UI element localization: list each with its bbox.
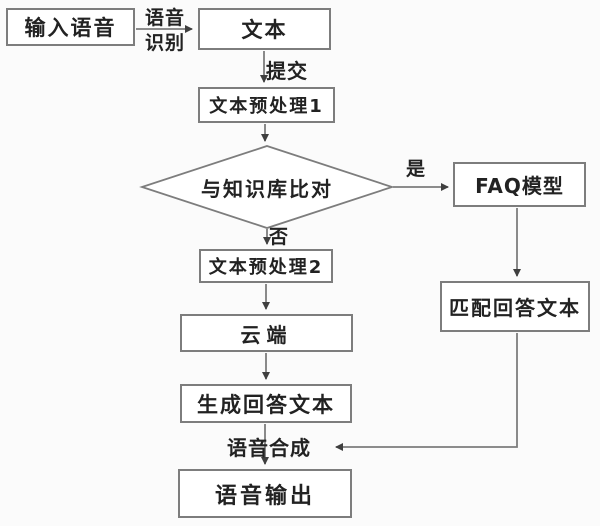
node-generate-answer-text: 生成回答文本 [180, 384, 352, 423]
edge-label-no: 否 [269, 226, 290, 248]
decision-diamond-shape [139, 145, 395, 229]
node-match-answer-text: 匹配回答文本 [440, 281, 590, 332]
edge-label-submit: 提交 [266, 59, 308, 83]
edge-label-speech-recognition-line2: 识别 [144, 32, 185, 54]
edge-label-speech-synthesis: 语音合成 [227, 436, 311, 460]
node-text-preprocess-1: 文本预处理1 [198, 87, 335, 123]
node-compare-knowledge-base: 与知识库比对 [201, 176, 333, 201]
node-speech-output: 语音输出 [178, 469, 352, 518]
node-text-preprocess-2: 文本预处理2 [199, 249, 333, 283]
node-cloud: 云端 [180, 314, 353, 352]
node-input-speech: 输入语音 [6, 8, 135, 46]
connector-match-to-tts-junction [335, 333, 518, 451]
edge-label-speech-recognition-line1: 语音 [144, 7, 185, 29]
edge-label-yes: 是 [406, 158, 427, 180]
edge-label-speech-recognition: 语音 识别 [141, 6, 189, 56]
node-faq-model: FAQ模型 [453, 162, 586, 207]
node-text: 文本 [198, 8, 331, 50]
